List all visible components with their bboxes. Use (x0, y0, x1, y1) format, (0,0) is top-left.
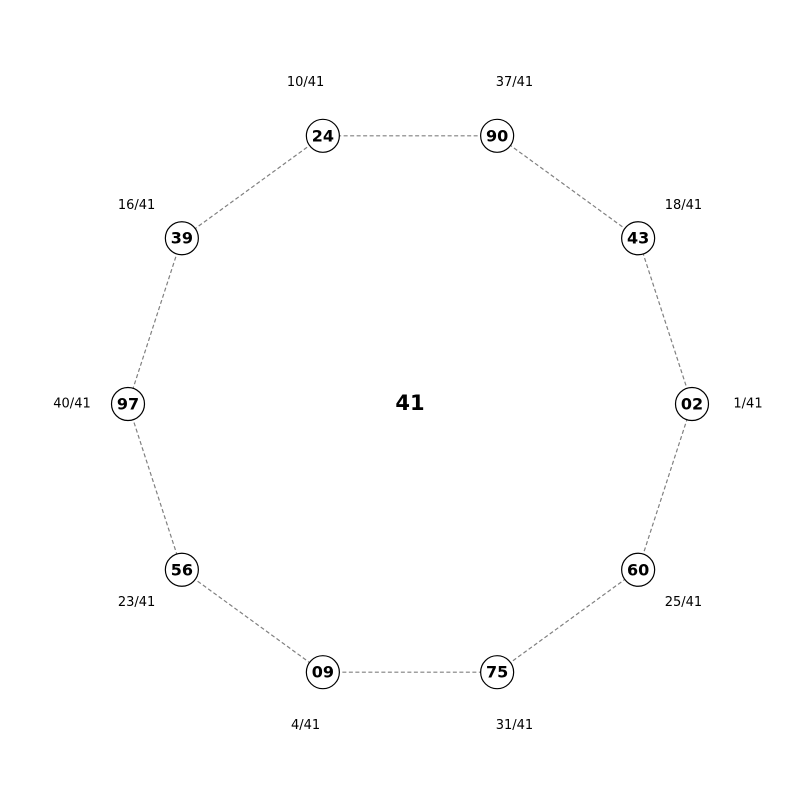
fraction-labels: 1/41 18/41 37/41 10/41 16/41 40/41 23/41 4/41 31… (53, 75, 762, 733)
fraction-label: 23/41 (118, 595, 155, 610)
ring-nodes: 02 43 90 24 39 97 56 09 75 60 (110, 118, 710, 690)
fraction-label: 18/41 (665, 198, 702, 213)
ring-node-90: 90 (480, 118, 515, 153)
ring-node-97: 97 (110, 386, 146, 422)
node-label: 43 (627, 229, 649, 248)
node-label: 24 (312, 126, 334, 145)
node-label: 97 (117, 395, 139, 414)
node-label: 09 (312, 663, 334, 682)
ring-node-24: 24 (305, 118, 340, 153)
ring-node-02: 02 (674, 386, 710, 422)
node-circle (480, 655, 515, 690)
node-label: 75 (486, 663, 508, 682)
ring-edge (637, 238, 693, 405)
center-label: 41 (395, 391, 424, 415)
fraction-label: 4/41 (291, 718, 320, 733)
ring-node-75: 75 (480, 655, 515, 690)
ring-edge (181, 569, 324, 673)
node-circle (305, 655, 340, 690)
fraction-label: 31/41 (496, 718, 533, 733)
fraction-label: 16/41 (118, 198, 155, 213)
ring-edge (127, 238, 183, 405)
fraction-label: 25/41 (665, 595, 702, 610)
node-circle (305, 118, 340, 153)
node-circle (674, 386, 710, 422)
node-label: 56 (171, 560, 193, 579)
node-circle (164, 552, 199, 587)
fraction-label: 10/41 (287, 75, 324, 90)
ring-node-43: 43 (621, 221, 656, 256)
node-label: 60 (627, 560, 649, 579)
node-circle (164, 221, 199, 256)
fraction-label: 37/41 (496, 75, 533, 90)
ring-edge (181, 135, 324, 239)
fraction-label: 1/41 (733, 397, 762, 412)
node-label: 39 (171, 229, 193, 248)
node-circle (621, 552, 656, 587)
node-label: 90 (486, 126, 508, 145)
fraction-label: 40/41 (53, 397, 90, 412)
node-circle (480, 118, 515, 153)
ring-edges (127, 135, 693, 673)
ring-edge (496, 135, 639, 239)
ring-edge (127, 403, 183, 570)
ring-node-39: 39 (164, 221, 199, 256)
ring-edge (496, 569, 639, 673)
ring-node-09: 09 (305, 655, 340, 690)
ring-node-60: 60 (621, 552, 656, 587)
node-circle (621, 221, 656, 256)
node-label: 02 (681, 395, 703, 414)
ring-node-56: 56 (164, 552, 199, 587)
node-circle (110, 386, 146, 422)
ring-edge (637, 403, 693, 570)
